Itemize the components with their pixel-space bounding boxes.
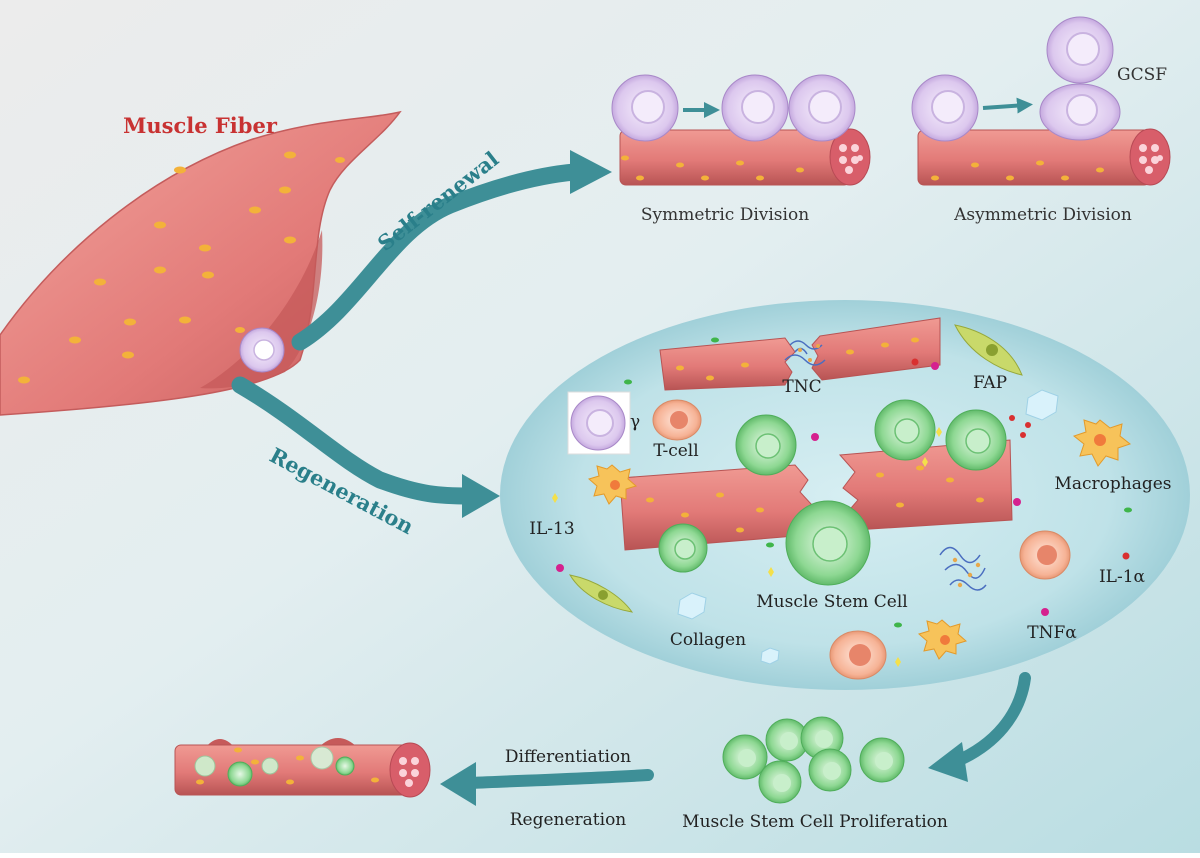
- muscle-fiber-label: Muscle Fiber: [123, 113, 278, 138]
- proliferation-label: Muscle Stem Cell Proliferation: [682, 812, 948, 832]
- proliferating-stem-cells: [722, 716, 905, 804]
- il1a-label: IL-1α: [1099, 567, 1146, 587]
- self-renewal-arrow: [291, 150, 612, 351]
- regeneration-arrow: [231, 376, 500, 518]
- proliferation-arrow: [928, 672, 1031, 782]
- asymmetric-division-illustration: [911, 16, 1171, 186]
- quiescent-stem-cell: [239, 327, 285, 373]
- gcsf-label: GCSF: [1117, 65, 1167, 85]
- symmetric-division-illustration: [611, 74, 871, 186]
- fap-label: FAP: [973, 373, 1007, 393]
- ifn-gamma-label: γ: [630, 412, 640, 432]
- regeneration-niche: [500, 300, 1190, 690]
- asymmetric-division-label: Asymmetric Division: [953, 205, 1132, 225]
- symmetric-division-label: Symmetric Division: [641, 205, 809, 225]
- regenerated-fiber-illustration: [174, 738, 431, 798]
- macrophages-label: Macrophages: [1054, 474, 1171, 494]
- niche-contents: [552, 317, 1132, 680]
- differentiation-arrow: [440, 762, 654, 806]
- tnc-label: TNC: [782, 377, 821, 397]
- il13-label: IL-13: [529, 519, 574, 539]
- differentiation-label: Differentiation: [505, 747, 631, 767]
- collagen-label: Collagen: [670, 630, 746, 650]
- tnfa-label: TNFα: [1027, 623, 1077, 643]
- regeneration-bottom-label: Regeneration: [510, 810, 627, 830]
- t-cell-label: T-cell: [653, 441, 698, 461]
- muscle-stem-cell-label: Muscle Stem Cell: [756, 592, 908, 612]
